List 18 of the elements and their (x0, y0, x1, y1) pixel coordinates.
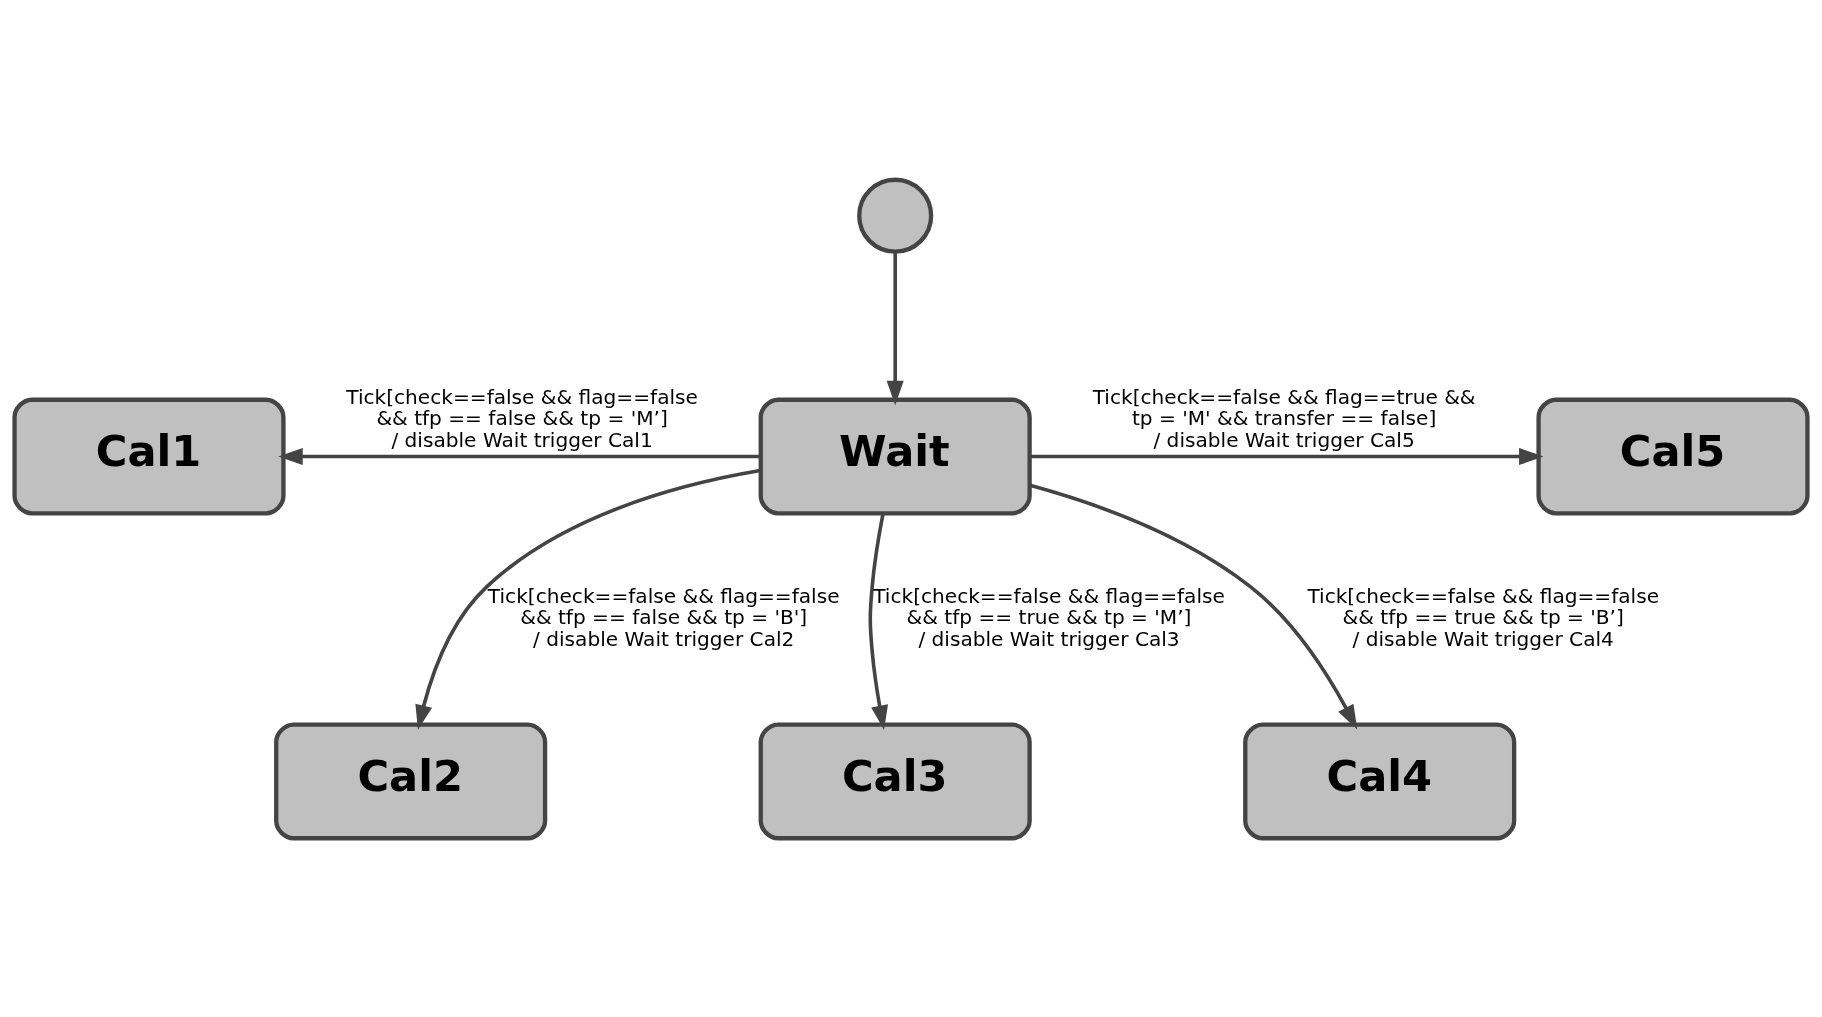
node-box: Cal4 (1243, 722, 1517, 840)
arrow (886, 251, 904, 405)
edge-label: Tick[check==false && flag==false && tfp == true && tp = 'M’] / disable Wait trigger Cal3 (873, 583, 1225, 651)
arrow (278, 447, 761, 465)
edge-label: Tick[check==false && flag==false && tfp == true && tp = 'B’] / disable Wait trigger Cal4 (1307, 583, 1660, 651)
node-box: Cal1 (12, 397, 286, 515)
node-box: Cal3 (758, 722, 1032, 840)
arrow (1029, 447, 1544, 465)
node-circle (857, 177, 934, 254)
node-box: Cal5 (1536, 397, 1810, 515)
node-box: Wait (758, 397, 1032, 515)
edge-label: Tick[check==false && flag==false && tfp == false && tp = 'B'] / disable Wait trigger Cal2 (487, 583, 840, 651)
edge-label: Tick[check==false && flag==false && tfp == false && tp = 'M’] / disable Wait trigger Cal1 (346, 384, 698, 452)
arrow (1029, 483, 1358, 729)
node-box: Cal2 (274, 722, 548, 840)
edge-label: Tick[check==false && flag==true && tp = 'M' && transfer == false] / disable Wait trigger Cal5 (1092, 384, 1476, 452)
arrow (415, 468, 761, 730)
arrow (868, 512, 889, 730)
